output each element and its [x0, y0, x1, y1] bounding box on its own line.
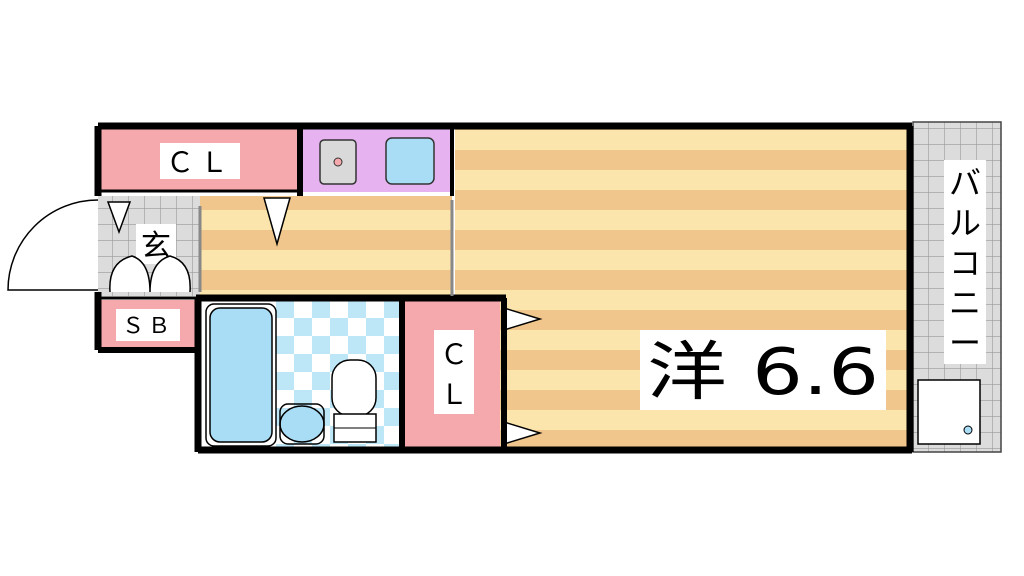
outdoor-unit-icon: [917, 379, 981, 445]
walls: [94, 122, 914, 454]
bathtub-icon: [209, 307, 273, 443]
main-room-label: 洋 6.6: [647, 336, 879, 410]
toilet-icon: [331, 359, 377, 417]
middle-closet-label-1: Ｃ: [440, 338, 468, 371]
shoe-closet-doors-icon: [109, 255, 191, 293]
entry-door-swing-icon: [7, 199, 99, 291]
balcony-label-2: ル: [949, 204, 981, 242]
washbasin-icon: [279, 405, 325, 443]
sink-icon: [385, 137, 435, 185]
balcony-label-4: ニ: [949, 284, 981, 322]
middle-closet-label-2: Ｌ: [440, 378, 468, 411]
hallway-floor: [200, 196, 452, 296]
balcony-label-3: コ: [949, 244, 981, 282]
shoe-box-label: ＳＢ: [122, 314, 174, 339]
balcony-label-1: バ: [949, 164, 981, 202]
balcony-label-5: ー: [949, 324, 981, 362]
top-closet-label: ＣＬ: [166, 146, 234, 179]
